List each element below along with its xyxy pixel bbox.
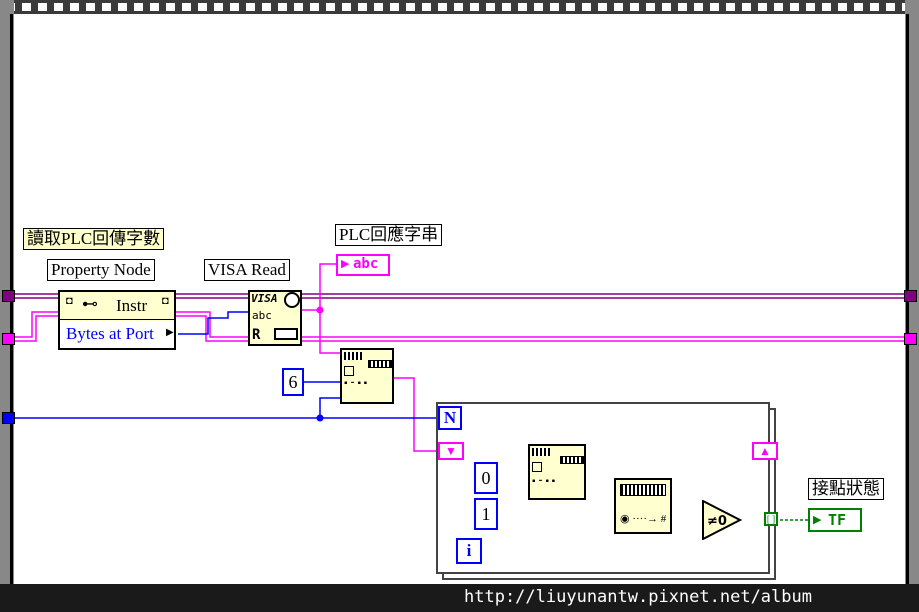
property-node-row-bytes[interactable]: Bytes at Port ▶ xyxy=(60,321,174,348)
plc-response-indicator[interactable]: ▶ abc xyxy=(336,254,390,276)
array-bracket-icon: [ ] xyxy=(766,514,776,524)
constant-one-value: 1 xyxy=(481,504,491,524)
watermark-text: http://liuyunantw.pixnet.net/album xyxy=(464,587,812,607)
up-arrow-icon: ▲ xyxy=(759,444,771,458)
loop-string-subset-node[interactable]: ▪ ⁃ ▪ ▪ xyxy=(528,444,586,500)
contact-status-label: 接點狀態 xyxy=(808,478,884,500)
comment-label: 讀取PLC回傳字數 xyxy=(23,228,165,250)
shift-register-string-right[interactable] xyxy=(904,333,917,345)
compare-text: ≠0 xyxy=(707,514,727,529)
property-node[interactable]: ◘ ⊷ Instr ◘ Bytes at Port ▶ xyxy=(58,290,176,350)
loop-subset-pattern-icon xyxy=(532,448,550,456)
visa-r-text: R xyxy=(252,327,261,343)
not-equal-zero-node[interactable]: ≠0 xyxy=(702,500,742,540)
down-arrow-icon: ▼ xyxy=(445,444,457,458)
shift-register-refnum-left[interactable] xyxy=(2,290,15,302)
subset-arrows-icon: ▪ ⁃ ▪ ▪ xyxy=(344,378,368,389)
property-row-instr-text: Instr xyxy=(116,296,148,315)
bool-arrow-icon: ▶ xyxy=(813,514,822,526)
subset-out-icon xyxy=(368,360,392,368)
key-icon: ⊷ xyxy=(82,296,98,313)
shift-register-refnum-right[interactable] xyxy=(904,290,917,302)
loop-subset-arrows-icon: ▪ ⁃ ▪ ▪ xyxy=(532,476,556,487)
loop-shift-register-right[interactable]: ▲ xyxy=(752,442,778,460)
convert-arrow-icon: ◉ ····→ # xyxy=(620,513,667,525)
property-node-ref-out-icon: ◘ xyxy=(162,295,169,307)
loop-iteration-text: i xyxy=(466,541,472,560)
frame-top-border xyxy=(0,0,919,14)
loop-iteration-terminal[interactable]: i xyxy=(456,538,482,564)
bool-indicator-text: TF xyxy=(828,511,847,529)
output-arrow-icon: ▶ xyxy=(166,327,174,338)
shift-register-string-left[interactable] xyxy=(2,333,15,345)
loop-count-text: N xyxy=(443,408,457,427)
visa-read-label: VISA Read xyxy=(204,259,290,281)
string-subset-node[interactable]: ▪ ⁃ ▪ ▪ xyxy=(340,348,394,404)
subset-box-icon xyxy=(344,366,354,376)
constant-zero-value: 0 xyxy=(481,468,491,488)
indicator-arrow-icon: ▶ xyxy=(341,258,350,270)
contact-status-indicator[interactable]: ▶ TF xyxy=(808,508,862,532)
visa-abc-text: abc xyxy=(252,309,272,322)
constant-six[interactable]: 6 xyxy=(282,368,304,396)
bool-tunnel[interactable]: [ ] xyxy=(764,512,778,526)
property-node-row-instr[interactable]: ◘ ⊷ Instr ◘ xyxy=(60,292,174,320)
subset-pattern-icon xyxy=(344,352,362,360)
string-to-number-node[interactable]: ◉ ····→ # xyxy=(614,478,672,534)
visa-icon-text: VISA xyxy=(251,292,278,305)
property-node-label: Property Node xyxy=(47,259,155,281)
property-node-ref-icon: ◘ xyxy=(66,295,73,307)
frame-bottom-border xyxy=(0,584,919,612)
constant-six-value: 6 xyxy=(288,372,298,392)
constant-one[interactable]: 1 xyxy=(474,498,498,530)
wire-junction xyxy=(316,306,324,314)
visa-read-node[interactable]: VISA abc R xyxy=(248,290,302,346)
digits-pattern-icon xyxy=(620,484,666,496)
clock-icon xyxy=(284,292,300,308)
property-row-bytes-text: Bytes at Port xyxy=(66,324,154,343)
loop-count-terminal[interactable]: N xyxy=(438,406,462,430)
loop-subset-box-icon xyxy=(532,462,542,472)
constant-zero[interactable]: 0 xyxy=(474,462,498,494)
tunnel-numeric-left[interactable] xyxy=(2,412,15,424)
buffer-icon xyxy=(274,328,298,340)
loop-subset-out-icon xyxy=(560,456,584,464)
string-indicator-text: abc xyxy=(353,256,379,272)
loop-shift-register-left[interactable]: ▼ xyxy=(438,442,464,460)
plc-response-label: PLC回應字串 xyxy=(335,224,443,246)
